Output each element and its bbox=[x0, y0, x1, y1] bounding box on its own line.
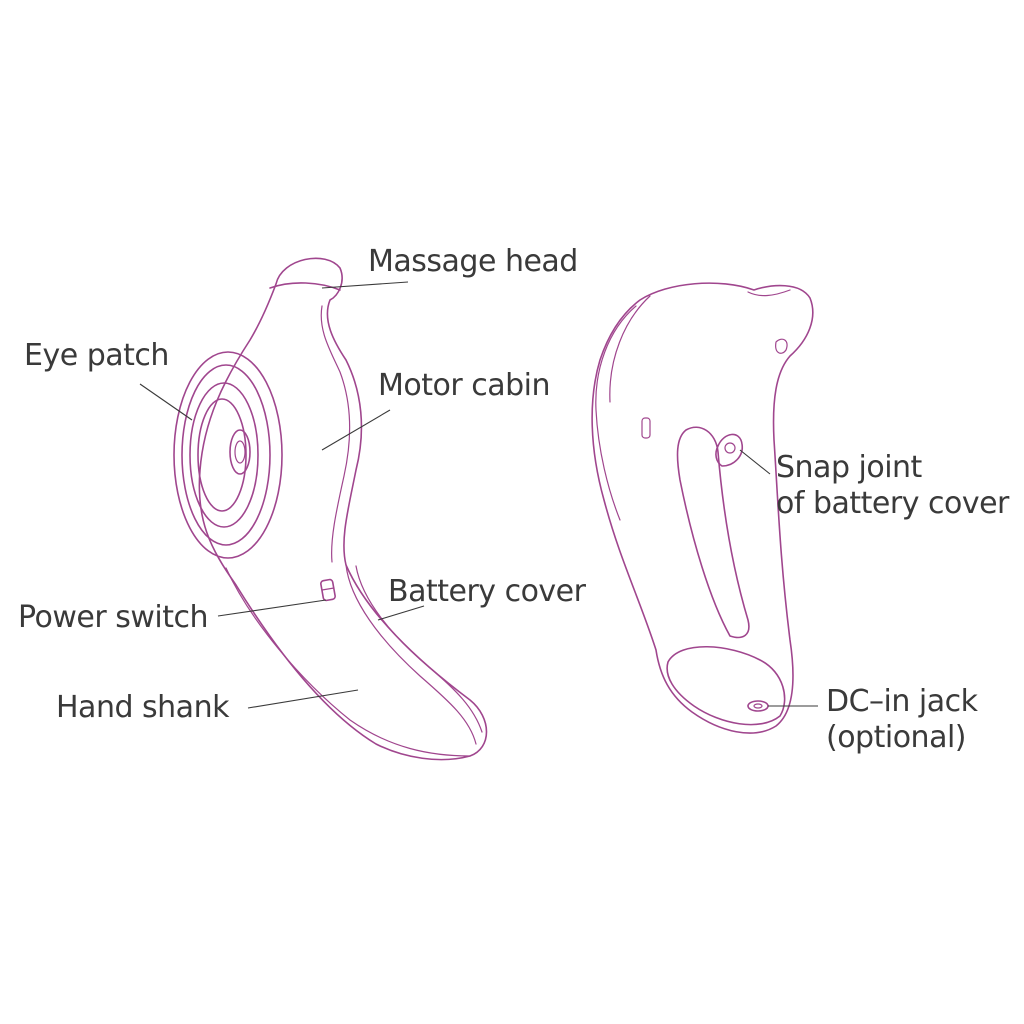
massage-head-seam bbox=[269, 282, 341, 291]
label-snap-joint-line2: of battery cover bbox=[776, 486, 1009, 521]
leader-hand-shank bbox=[247, 689, 359, 709]
rear-view-device bbox=[591, 282, 814, 734]
eye-patch-center-dot bbox=[234, 440, 246, 464]
power-switch-shape bbox=[320, 578, 336, 602]
leader-battery-cover bbox=[377, 605, 425, 621]
rear-battery-cover bbox=[676, 426, 750, 639]
leader-massage-head bbox=[321, 281, 409, 289]
motor-cabin-contour bbox=[320, 305, 351, 563]
eye-patch-middle-ring bbox=[189, 382, 259, 528]
rear-eye-patch-rim bbox=[595, 305, 637, 521]
rear-massage-head-seam bbox=[747, 289, 791, 297]
label-massage-head: Massage head bbox=[368, 244, 578, 279]
snap-joint-shape bbox=[715, 433, 744, 467]
front-view-device bbox=[173, 257, 488, 761]
dc-jack-shape bbox=[747, 700, 769, 712]
battery-cover-groove-inner bbox=[355, 565, 483, 733]
battery-cover-groove-outer bbox=[345, 564, 477, 745]
rear-body-outline bbox=[591, 282, 814, 734]
eye-patch-center bbox=[229, 429, 251, 475]
label-motor-cabin: Motor cabin bbox=[378, 368, 551, 403]
eye-patch-outer-ring bbox=[173, 351, 283, 559]
leader-eye-patch bbox=[139, 383, 193, 421]
label-power-switch: Power switch bbox=[18, 600, 209, 635]
leader-motor-cabin bbox=[321, 409, 391, 451]
label-snap-joint-line1: Snap joint bbox=[776, 450, 922, 485]
hand-shank-seam bbox=[225, 567, 471, 757]
label-hand-shank: Hand shank bbox=[56, 690, 229, 725]
leader-power-switch bbox=[217, 599, 327, 617]
label-dc-in-line1: DC–in jack bbox=[826, 684, 978, 719]
label-eye-patch: Eye patch bbox=[24, 338, 169, 373]
rear-side-switch bbox=[641, 417, 651, 439]
eye-patch-inner-ring bbox=[197, 398, 247, 512]
label-dc-in-line2: (optional) bbox=[826, 720, 967, 755]
front-body-outline bbox=[198, 257, 488, 761]
eye-patch-rim bbox=[181, 364, 271, 546]
leader-snap-joint bbox=[739, 449, 771, 475]
label-battery-cover: Battery cover bbox=[388, 574, 586, 609]
rear-hand-shank-bottom bbox=[666, 646, 786, 726]
